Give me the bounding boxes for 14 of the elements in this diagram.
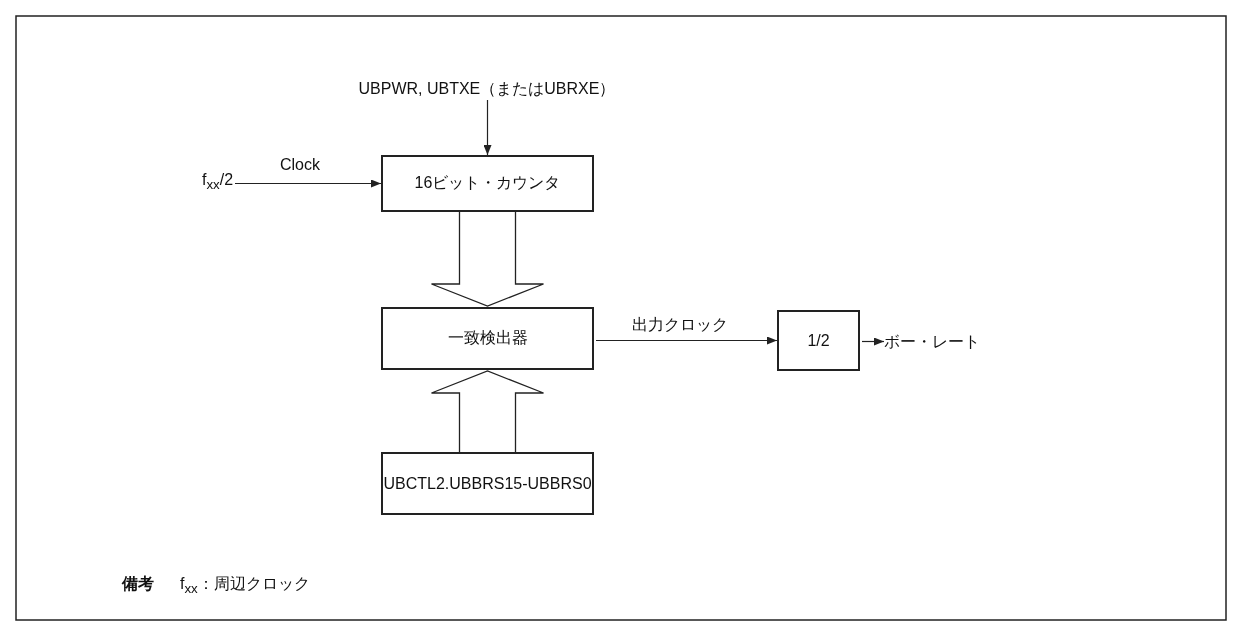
arrow bbox=[861, 337, 885, 346]
signal-label: ボー・レート bbox=[884, 331, 980, 351]
note-heading: 備考 bbox=[122, 574, 154, 594]
register-box: UBCTL2.UBBRS15-UBBRS0 bbox=[381, 452, 594, 515]
note-text: f$_{xx}$：周辺クロック bbox=[180, 574, 310, 598]
comparator-box: 一致検出器 bbox=[381, 307, 594, 370]
edge-label: Clock bbox=[280, 154, 320, 174]
arrow bbox=[595, 336, 778, 345]
signal-label: f$_{xx}$/2 bbox=[202, 169, 234, 193]
counter-box: 16ビット・カウンタ bbox=[381, 155, 594, 212]
signal-label: UBPWR, UBTXE（またはUBRXE） bbox=[358, 78, 616, 98]
arrow bbox=[483, 99, 492, 156]
arrow bbox=[234, 179, 382, 188]
edge-label: 出力クロック bbox=[632, 314, 728, 334]
